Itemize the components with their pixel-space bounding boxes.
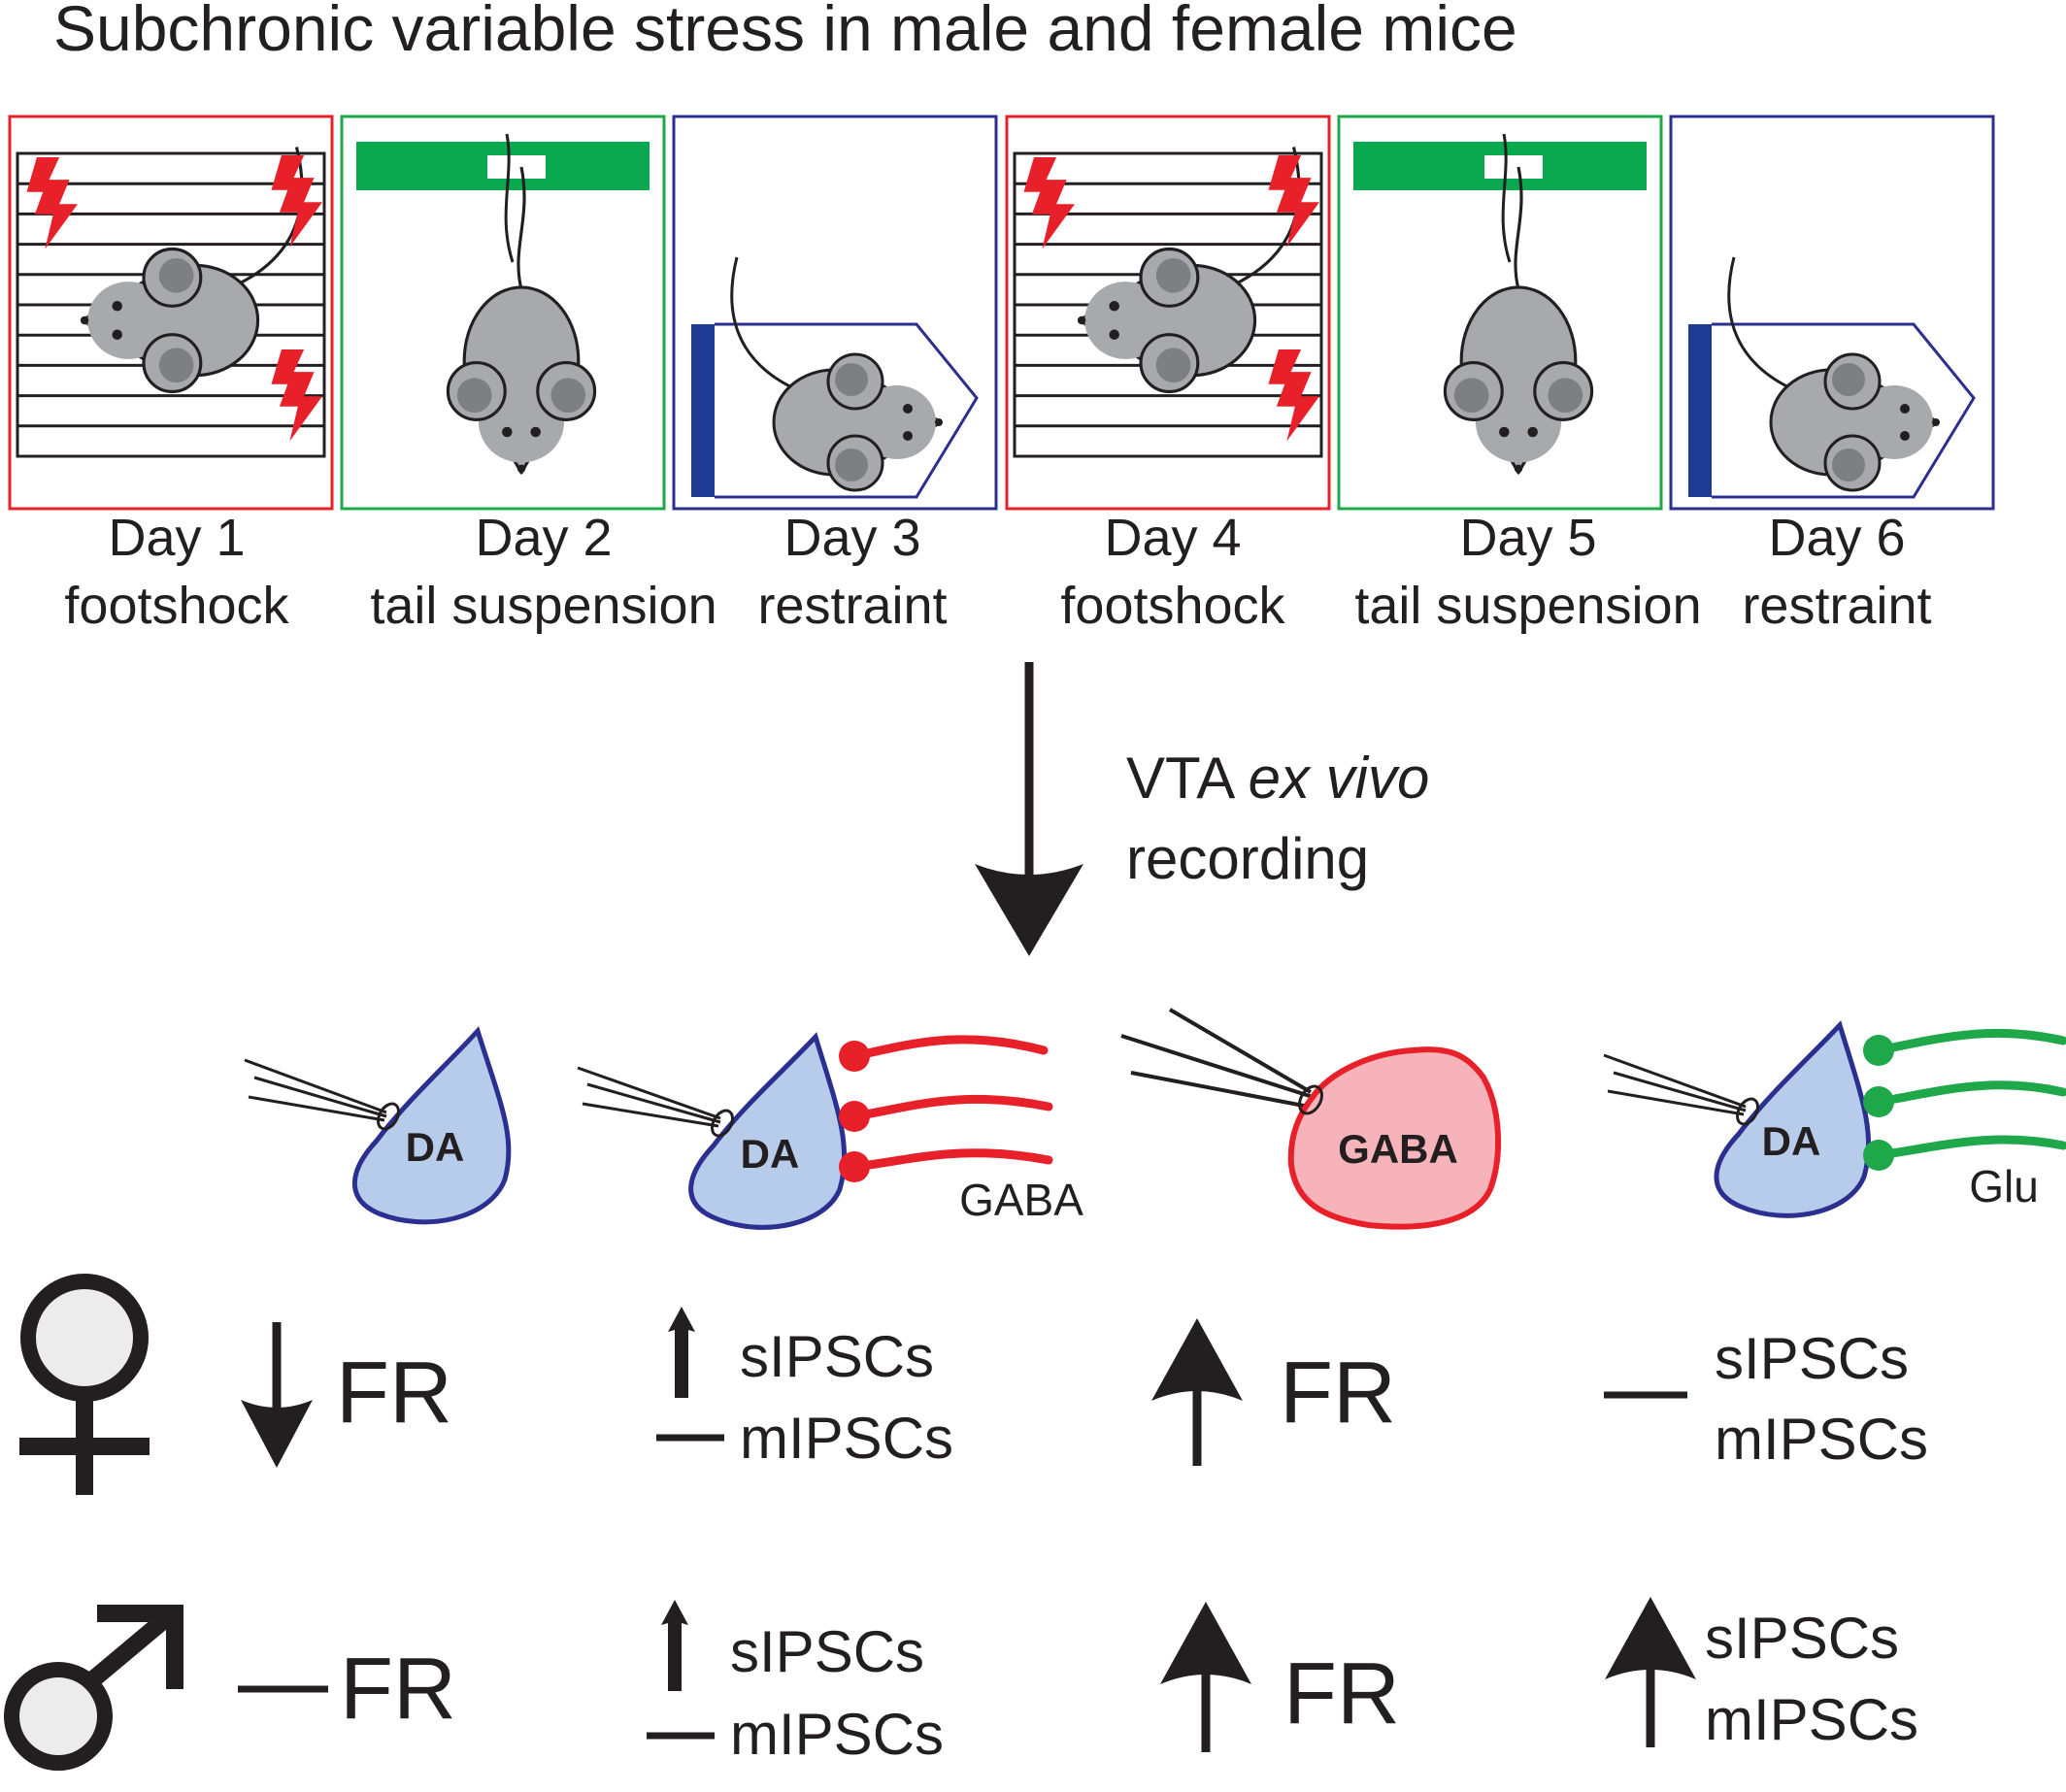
cell-da-alone: DA <box>244 1026 512 1225</box>
day-labels: Day 1 footshock Day 2 tail suspension Day 3 r… <box>64 509 1931 635</box>
cell-da-glu-input: DA Glu <box>1603 1020 2066 1218</box>
cell-da-gaba-input: DA GABA <box>577 1032 1083 1230</box>
sipscs-label: sIPSCs <box>1715 1326 1909 1391</box>
sipscs-label: sIPSCs <box>740 1324 934 1389</box>
day-label: Day 6 <box>1768 509 1905 567</box>
recording-label-line2: recording <box>1126 826 1369 891</box>
stress-panel-footshock <box>1005 115 1331 511</box>
day-label: Day 3 <box>783 509 920 567</box>
up-arrow-icon <box>1605 1597 1696 1747</box>
down-arrow-icon <box>241 1322 313 1468</box>
recording-label-line1: VTA ex vivo <box>1126 746 1429 811</box>
stress-panel-restraint <box>1669 115 1995 511</box>
fr-label: FR <box>336 1344 452 1442</box>
up-arrow-icon <box>1151 1318 1243 1466</box>
day-label: Day 5 <box>1459 509 1596 567</box>
stress-panel-tail <box>1337 115 1663 511</box>
day-label: Day 1 <box>108 509 245 567</box>
male-da-glu: sIPSCs mIPSCs <box>1605 1597 1918 1752</box>
figure-title: Subchronic variable stress in male and f… <box>53 0 1517 64</box>
stress-label: footshock <box>64 577 289 635</box>
sipscs-label: sIPSCs <box>1705 1606 1899 1671</box>
mipscs-label: mIPSCs <box>1715 1407 1928 1472</box>
recording-label-normal: VTA <box>1126 746 1249 811</box>
female-da-glu: sIPSCs mIPSCs <box>1604 1326 1928 1472</box>
up-arrow-icon <box>1160 1602 1251 1752</box>
stress-label: tail suspension <box>370 577 716 635</box>
mipscs-label: mIPSCs <box>740 1406 953 1471</box>
mipscs-label: mIPSCs <box>1705 1687 1918 1752</box>
day-label: Day 4 <box>1104 509 1241 567</box>
input-label: Glu <box>1969 1161 2039 1211</box>
up-small-arrow-icon <box>668 1307 695 1398</box>
female-symbol <box>19 1274 150 1495</box>
male-da-fr: FR <box>238 1641 456 1738</box>
stress-panels <box>8 115 1995 511</box>
cell-label: DA <box>1762 1118 1821 1164</box>
stress-panel-footshock <box>8 115 334 511</box>
female-gaba-fr: FR <box>1151 1318 1396 1466</box>
up-small-arrow-icon <box>661 1600 688 1691</box>
stress-panel-tail <box>340 115 666 511</box>
fr-label: FR <box>340 1641 456 1738</box>
female-da-gaba: sIPSCs mIPSCs <box>656 1307 953 1471</box>
recording-label-italic: ex vivo <box>1249 746 1430 811</box>
stress-panel-restraint <box>672 115 998 511</box>
stress-label: tail suspension <box>1354 577 1701 635</box>
cell-label: GABA <box>1338 1126 1458 1172</box>
fr-label: FR <box>1283 1645 1400 1742</box>
male-symbol <box>4 1605 183 1771</box>
mipscs-label: mIPSCs <box>730 1702 944 1767</box>
stress-label: restraint <box>1742 577 1931 635</box>
stress-label: restraint <box>757 577 947 635</box>
male-gaba-fr: FR <box>1160 1602 1400 1752</box>
fr-label: FR <box>1280 1344 1396 1442</box>
cell-label: DA <box>406 1124 465 1170</box>
male-da-gaba: sIPSCs mIPSCs <box>647 1600 944 1767</box>
cell-gaba: GABA <box>1120 1008 1502 1230</box>
stress-label: footshock <box>1060 577 1285 635</box>
day-label: Day 2 <box>475 509 612 567</box>
sipscs-label: sIPSCs <box>730 1619 924 1684</box>
recording-arrow <box>975 662 1083 956</box>
cell-label: DA <box>741 1131 800 1177</box>
input-label: GABA <box>959 1175 1083 1225</box>
female-da-fr: FR <box>241 1322 452 1468</box>
